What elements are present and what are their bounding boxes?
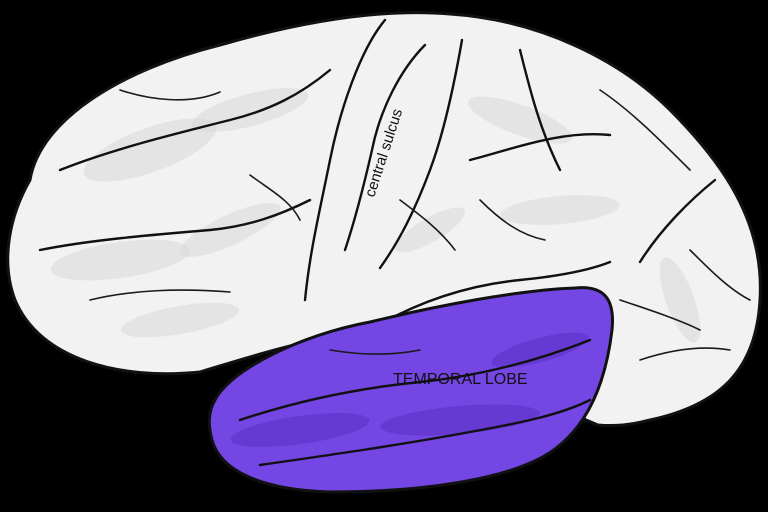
temporal-lobe-label: TEMPORAL LOBE — [393, 371, 528, 388]
